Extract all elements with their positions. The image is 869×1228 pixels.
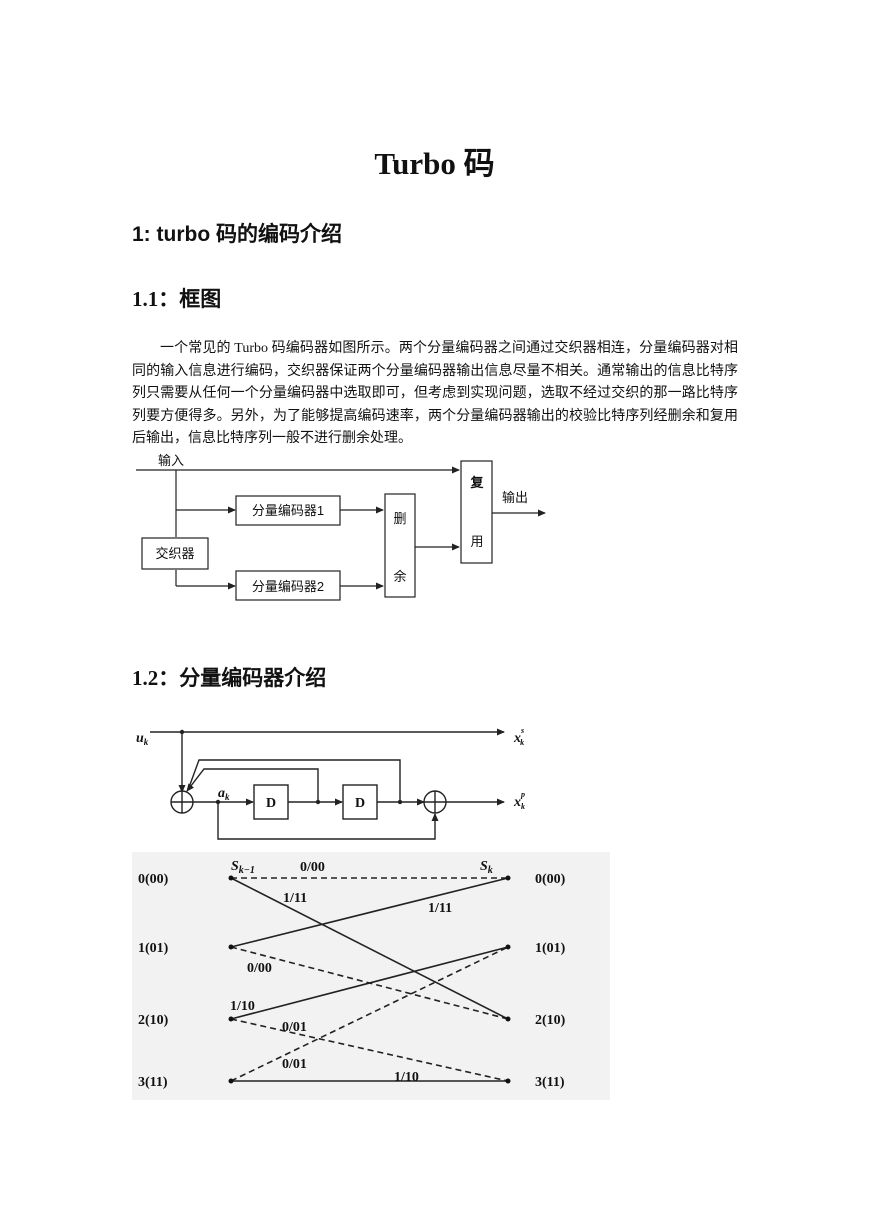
edge-label-7: 1/10 xyxy=(394,1070,419,1085)
edge-1-to-0 xyxy=(230,877,509,948)
interleaver-label: 交织器 xyxy=(155,546,194,561)
interleaver-box xyxy=(141,537,209,570)
edge-label-0: 0/00 xyxy=(300,860,325,875)
svg-text:xsk: xsk xyxy=(513,726,524,747)
right-state-2: 2(10) xyxy=(535,1013,566,1028)
svg-text:Sk: Sk xyxy=(480,859,493,876)
turbo-block-diagram: 输入 分量编码器1 交织器 分量编码器2 删 余 复 用 输出 xyxy=(136,453,546,601)
input-label: 输入 xyxy=(158,453,184,468)
document-title: Turbo 码 xyxy=(374,146,495,181)
output-label: 输出 xyxy=(502,490,528,505)
out-par-sub: k xyxy=(521,802,525,811)
mux-label-top: 复 xyxy=(469,475,484,490)
edge-label-6: 0/01 xyxy=(282,1057,307,1072)
edge-3-to-1 xyxy=(230,946,509,1082)
state-a-sub: k xyxy=(225,792,230,802)
section-heading-1-1: 1.1：框图 xyxy=(132,287,222,311)
right-state-3: 3(11) xyxy=(535,1075,565,1090)
encoder2-label: 分量编码器2 xyxy=(252,579,324,594)
out-sys-sub: k xyxy=(520,738,524,747)
delay-box-1 xyxy=(253,784,289,820)
right-header: S xyxy=(480,859,488,874)
svg-text:xpk: xpk xyxy=(513,790,525,811)
mux-box xyxy=(460,460,493,564)
mux-label-bottom: 用 xyxy=(470,534,483,549)
input-u-label: u xyxy=(136,731,144,746)
delay2-label: D xyxy=(355,796,365,811)
edge-1-to-2 xyxy=(230,946,509,1020)
out-par-label: x xyxy=(513,795,521,810)
edge-2-to-3 xyxy=(230,1018,509,1082)
edge-label-4: 1/10 xyxy=(230,999,255,1014)
svg-text:ak: ak xyxy=(218,786,230,802)
svg-text:Sk−1: Sk−1 xyxy=(231,859,255,876)
left-state-2: 2(10) xyxy=(138,1013,169,1028)
edge-label-2: 1/11 xyxy=(428,901,452,916)
trellis-diagram: Sk−1 Sk 0(00) 1(01) 2(10) 3(11) 0(00) 1(… xyxy=(132,852,610,1100)
left-header: S xyxy=(231,859,239,874)
left-state-1: 1(01) xyxy=(138,941,169,956)
input-u-sub: k xyxy=(144,737,149,747)
puncture-box xyxy=(384,493,416,598)
encoder1-label: 分量编码器1 xyxy=(252,503,324,518)
out-sys-label: x xyxy=(513,731,521,746)
right-header-sub: k xyxy=(488,865,493,876)
puncture-label-bottom: 余 xyxy=(393,569,406,584)
edge-label-3: 0/00 xyxy=(247,961,272,976)
puncture-label-top: 删 xyxy=(393,511,406,526)
state-a-label: a xyxy=(218,786,225,801)
out-par-sup: p xyxy=(520,790,525,799)
section-heading-1-2: 1.2：分量编码器介绍 xyxy=(132,666,327,690)
edge-0-to-2 xyxy=(230,877,509,1020)
edge-label-1: 1/11 xyxy=(283,891,307,906)
section-heading-1: 1: turbo 码的编码介绍 xyxy=(132,223,342,246)
delay1-label: D xyxy=(266,796,276,811)
encoder1-box xyxy=(235,495,341,526)
body-paragraph: 一个常见的 Turbo 码编码器如图所示。两个分量编码器之间通过交织器相连，分量… xyxy=(132,341,738,446)
svg-text:uk: uk xyxy=(136,731,149,747)
edge-label-5: 0/01 xyxy=(282,1020,307,1035)
left-state-0: 0(00) xyxy=(138,872,169,887)
out-sys-sup: s xyxy=(520,726,524,735)
left-header-sub: k−1 xyxy=(239,865,255,876)
right-state-1: 1(01) xyxy=(535,941,566,956)
left-state-3: 3(11) xyxy=(138,1075,168,1090)
right-state-0: 0(00) xyxy=(535,872,566,887)
encoder2-box xyxy=(235,570,341,601)
delay-box-2 xyxy=(342,784,378,820)
